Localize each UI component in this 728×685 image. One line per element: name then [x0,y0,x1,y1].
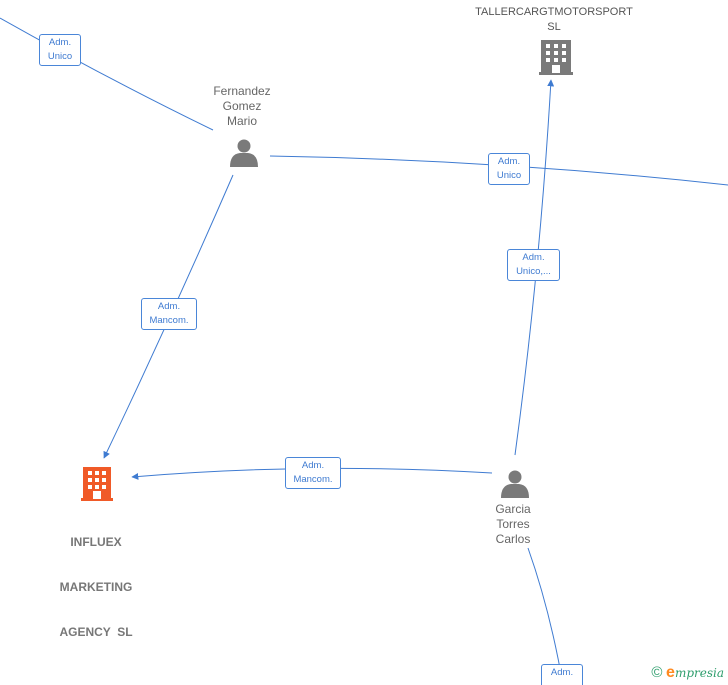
person-icon[interactable] [501,470,529,499]
node-label-garcia-torres-carlos[interactable]: Garcia Torres Carlos [495,502,531,546]
empresia-logo-text: mpresia [674,666,724,680]
person-icon[interactable] [230,139,258,168]
edge-top-left-to-fernandez [0,17,214,131]
building-icon[interactable] [539,40,573,75]
empresia-logo-initial: e [666,664,675,681]
edge-label-garcia-influex[interactable]: Adm. Mancom. [285,457,341,489]
copyright-symbol: © [651,664,663,681]
node-label-fernandez-gomez-mario[interactable]: Fernandez Gomez Mario [213,84,271,128]
node-label-tallercargtmotorsport-sl[interactable]: TALLERCARGTMOTORSPORT SL [475,6,633,33]
edge-label-fernandez-right[interactable]: Adm. Unico [488,153,530,185]
edge-label-fernandez-influex[interactable]: Adm. Mancom. [141,298,197,330]
node-label-influex-marketing-agency-sl[interactable]: INFLUEX MARKETING AGENCY SL [59,535,133,639]
edge-label-garcia-tallercarg[interactable]: Adm. Unico,... [507,249,560,281]
edge-label-top-left[interactable]: Adm. Unico [39,34,81,66]
building-icon[interactable] [81,467,113,501]
edge-label-bottom[interactable]: Adm. [541,664,583,685]
empresia-brand: © empresia [651,664,724,682]
